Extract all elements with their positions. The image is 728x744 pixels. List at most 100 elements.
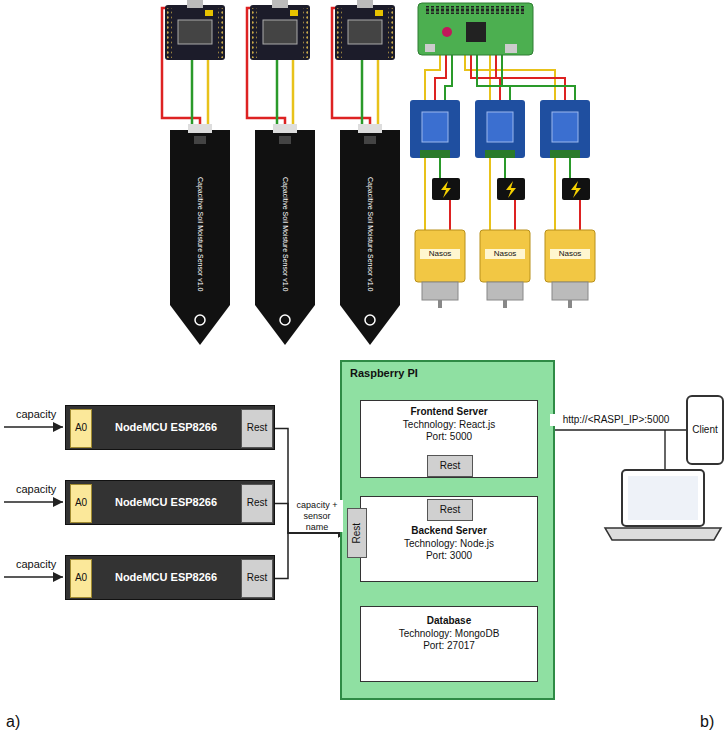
- connector-label: capacity + sensor name: [291, 500, 343, 532]
- nodemcu-board-drawing: [292, 58, 295, 128]
- text-block: A0: [75, 497, 87, 510]
- nodemcu-board-drawing: [252, 8, 257, 58]
- pump-motor: [503, 300, 507, 308]
- moisture-sensor-drawing: [273, 124, 297, 133]
- node-title: Rest: [440, 504, 461, 517]
- pump-wire: [569, 158, 571, 178]
- node-title: Frontend Server: [365, 406, 533, 419]
- pump-wire: [439, 158, 441, 178]
- pin-label-box: A0: [70, 559, 92, 598]
- node-detail: Technology: Node.js: [365, 538, 533, 551]
- moisture-sensor-drawing: [255, 130, 315, 345]
- node-title: Backend Server: [365, 525, 533, 538]
- laptop-icon: [628, 476, 698, 520]
- nodemcu-board-drawing: [335, 5, 395, 60]
- moisture-sensor-drawing: [358, 124, 382, 133]
- moisture-sensor-drawing: [255, 124, 315, 345]
- nodemcu-board-drawing: [250, 5, 310, 60]
- raspberry-pi-board: [442, 27, 452, 37]
- nodemcu-board-drawing: [178, 20, 212, 44]
- pump-motor: [487, 282, 523, 300]
- text-block: Rest: [439, 504, 462, 517]
- client-phone: Client: [686, 395, 724, 465]
- nodemcu-board-drawing: [165, 5, 225, 60]
- raspberry-pi-board: [505, 44, 517, 53]
- node-title: NodeMCU ESP8266: [115, 496, 217, 510]
- connector: [273, 429, 347, 534]
- relay-wire: [445, 55, 452, 100]
- nodemcu-board-drawing: [162, 0, 395, 128]
- text-block: Rest: [246, 497, 269, 510]
- pump-motor: [415, 230, 595, 308]
- server-box: Backend ServerTechnology: Node.jsPort: 3…: [360, 496, 538, 582]
- panel-label: b): [700, 712, 726, 731]
- battery: [432, 178, 460, 200]
- sensor-print: Capacitive Soil Moisture Sensor v1.0: [196, 164, 204, 304]
- node-detail: Port: 3000: [365, 550, 533, 563]
- connector: [538, 429, 686, 431]
- connector-label: http://<RASPI_IP>:5000: [550, 414, 682, 426]
- sensor-print: Capacitive Soil Moisture Sensor v1.0: [281, 164, 289, 304]
- raspberry-pi-board: [425, 6, 525, 14]
- node-detail: Technology: React.js: [365, 419, 533, 432]
- laptop-icon: [664, 430, 666, 470]
- connector: [273, 533, 347, 579]
- relay-module: [475, 100, 525, 158]
- battery: [571, 181, 581, 198]
- input-arrow: [4, 426, 63, 428]
- moisture-sensor-drawing: [188, 124, 212, 133]
- nodemcu-board-drawing: [332, 0, 395, 128]
- raspberry-pi-board: [425, 44, 435, 52]
- node-title: Rest: [351, 523, 364, 544]
- input-arrow: [4, 576, 63, 578]
- relay-module: [550, 150, 580, 158]
- relay-module: [487, 112, 513, 142]
- relay-module: [422, 112, 448, 142]
- raspberry-pi-board: [418, 3, 533, 55]
- sensor-print: Capacitive Soil Moisture Sensor v1.0: [366, 164, 374, 304]
- text-block: NodeMCU ESP8266: [85, 496, 255, 510]
- raspberry-pi-board: [466, 22, 486, 42]
- nodemcu-box: NodeMCU ESP8266 A0 Rest: [65, 555, 275, 600]
- rest-port: Rest: [241, 559, 273, 598]
- node-title: A0: [75, 422, 87, 435]
- moisture-sensor-drawing: [170, 124, 400, 345]
- pump-label: Nasos: [485, 249, 525, 259]
- relay-wire: [425, 55, 575, 100]
- node-title: NodeMCU ESP8266: [115, 571, 217, 585]
- pump-wire: [489, 158, 491, 230]
- nodemcu-board-drawing: [337, 8, 342, 58]
- signal-label: capacity: [16, 483, 86, 496]
- raspberry-pi-board: [418, 3, 533, 55]
- pump-motor: [552, 282, 588, 300]
- relay-wire: [502, 55, 575, 100]
- pump-wire: [504, 158, 506, 178]
- nodemcu-board-drawing: [205, 10, 213, 16]
- pump-wire: [579, 200, 581, 230]
- nodemcu-board-drawing: [290, 10, 298, 16]
- relay-wire: [496, 55, 565, 100]
- text-block: NodeMCU ESP8266: [85, 571, 255, 585]
- pump-wire: [554, 158, 556, 230]
- node-title: Rest: [440, 460, 461, 473]
- relay-module: [410, 100, 460, 158]
- relay-module: [552, 112, 578, 142]
- laptop-icon: [605, 528, 721, 540]
- node-detail: Port: 5000: [365, 431, 533, 444]
- pump-wire: [424, 158, 426, 230]
- node-title: Rest: [247, 497, 268, 510]
- node-title: NodeMCU ESP8266: [115, 421, 217, 435]
- node-title: Raspberry PI: [350, 367, 545, 381]
- node-title: Rest: [247, 572, 268, 585]
- pin-label-box: A0: [70, 409, 92, 448]
- rest-port: Rest: [347, 508, 367, 558]
- pump-motor: [545, 230, 595, 282]
- battery: [562, 178, 590, 200]
- nodemcu-board-drawing: [276, 58, 279, 128]
- text-block: Client: [690, 422, 720, 439]
- node-title: A0: [75, 572, 87, 585]
- moisture-sensor-drawing: [170, 124, 230, 345]
- battery: [497, 178, 525, 200]
- node-title: Client: [692, 424, 718, 437]
